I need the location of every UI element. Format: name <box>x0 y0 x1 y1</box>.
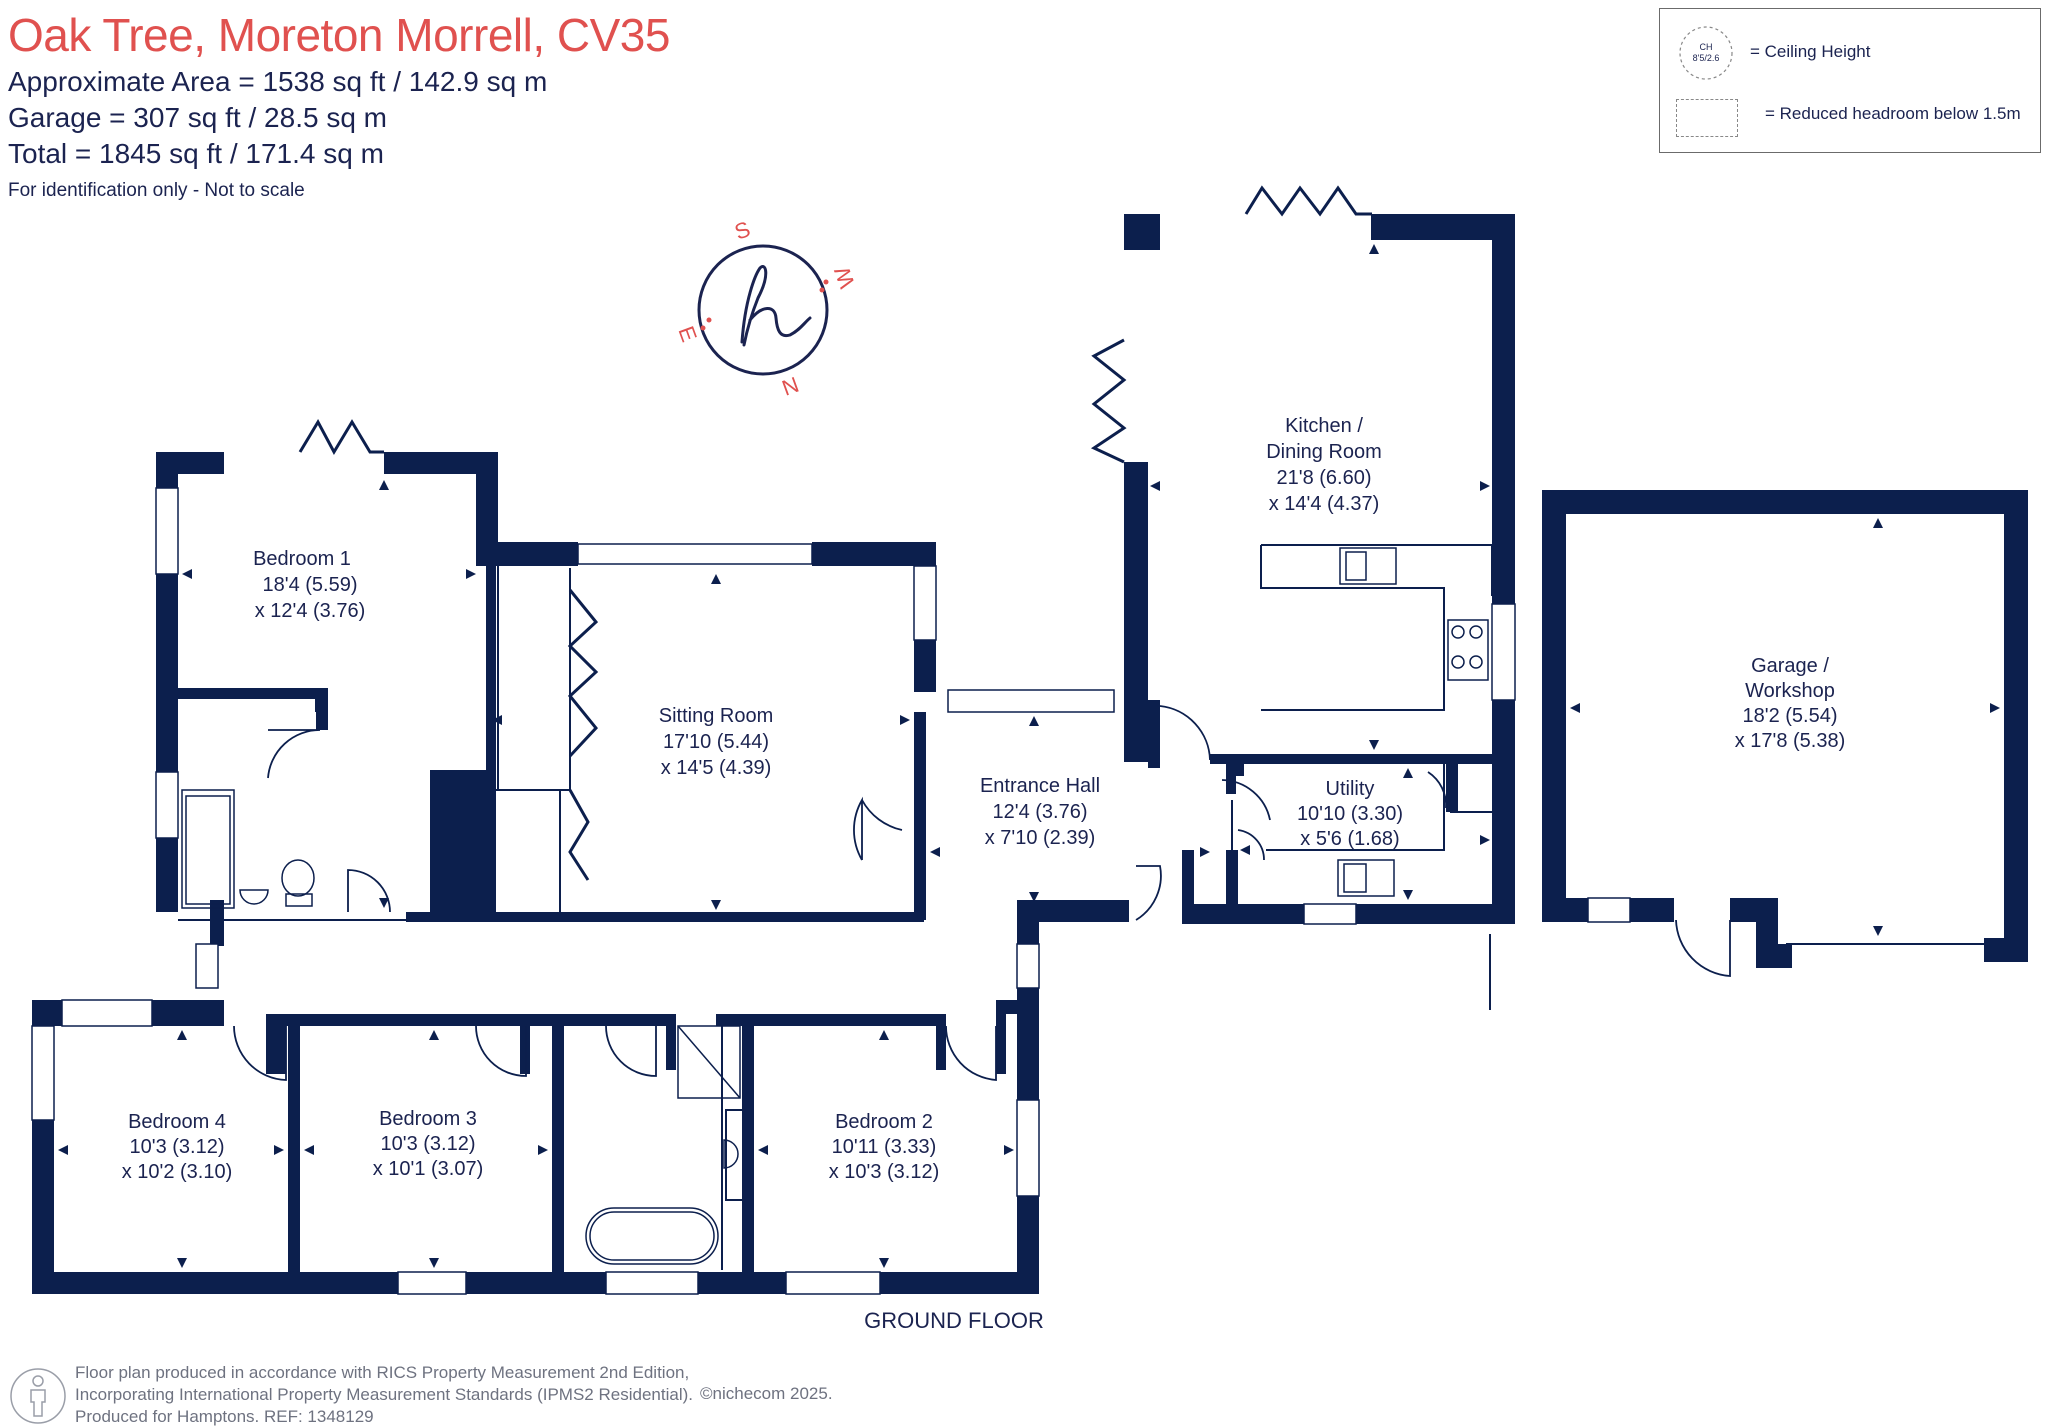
floor-label: GROUND FLOOR <box>864 1308 1044 1333</box>
legend-key: CH 8'5/2.6 = Ceiling Height = Reduced he… <box>1659 8 2041 153</box>
compass-w: W <box>829 263 860 291</box>
hall-dim: 12'4 (3.76) <box>993 801 1088 823</box>
bedroom3-name: Bedroom 3 <box>379 1108 477 1130</box>
reduced-headroom-label: = Reduced headroom below 1.5m <box>1765 104 2021 123</box>
bedroom3-dim2: x 10'1 (3.07) <box>373 1158 484 1180</box>
bedroom4-name: Bedroom 4 <box>128 1111 226 1133</box>
approximate-area: Approximate Area = 1538 sq ft / 142.9 sq… <box>8 66 548 97</box>
bedroom1-dim: 18'4 (5.59) <box>263 574 358 596</box>
bedroom2-dim2: x 10'3 (3.12) <box>829 1161 940 1183</box>
garage-name: Garage / <box>1751 655 1829 677</box>
hall-dim2: x 7'10 (2.39) <box>985 827 1096 849</box>
shower-tray-icon <box>677 1025 741 1099</box>
toilet-icon <box>281 859 315 897</box>
property-title: Oak Tree, Moreton Morrell, CV35 <box>8 9 670 61</box>
footer-notes: Floor plan produced in accordance with R… <box>75 1362 693 1428</box>
kitchen-name2: Dining Room <box>1266 441 1382 463</box>
footer-line-1: Floor plan produced in accordance with R… <box>75 1363 690 1382</box>
bedroom1-dim2: x 12'4 (3.76) <box>255 600 366 622</box>
compass-e: E <box>673 323 702 345</box>
basin-icon <box>239 889 269 905</box>
copyright: ©nichecom 2025. <box>700 1384 833 1403</box>
utility-sink-icon <box>1337 859 1395 897</box>
utility-dim: 10'10 (3.30) <box>1297 803 1403 825</box>
garage-dim: 18'2 (5.54) <box>1743 705 1838 727</box>
sitting-room-name: Sitting Room <box>659 705 774 727</box>
compass-s: S <box>731 216 753 245</box>
person-icon <box>10 1368 66 1424</box>
utility-name: Utility <box>1326 778 1375 800</box>
kitchen-sink-icon <box>1339 547 1397 585</box>
footer-line-2: Incorporating International Property Mea… <box>75 1385 693 1404</box>
bedroom2-dim: 10'11 (3.33) <box>832 1136 937 1158</box>
interior-lines <box>178 544 1984 1270</box>
garage-dim2: x 17'8 (5.38) <box>1735 730 1846 752</box>
scale-note: For identification only - Not to scale <box>8 180 305 201</box>
bifold-doors <box>298 185 1372 881</box>
sitting-room-dim: 17'10 (5.44) <box>663 731 769 753</box>
kitchen-dim2: x 14'4 (4.37) <box>1269 493 1380 515</box>
windows <box>31 487 1631 1295</box>
ceiling-height-label: = Ceiling Height <box>1750 42 1871 61</box>
ceiling-height-icon <box>1679 26 1733 80</box>
sitting-room-dim2: x 14'5 (4.39) <box>661 757 772 779</box>
bedroom4-dim: 10'3 (3.12) <box>130 1136 225 1158</box>
dimension-arrows <box>58 244 2000 1268</box>
basin-icon-2 <box>723 1139 739 1169</box>
hob-icon <box>1447 619 1489 681</box>
garage-area: Garage = 307 sq ft / 28.5 sq m <box>8 102 387 133</box>
kitchen-name: Kitchen / <box>1285 415 1363 437</box>
hall-name: Entrance Hall <box>980 775 1100 797</box>
reduced-headroom-icon <box>1676 99 1738 137</box>
doors <box>233 705 1731 1081</box>
shower-bath-icon <box>181 789 235 909</box>
footer-line-3: Produced for Hamptons. REF: 1348129 <box>75 1407 374 1426</box>
total-area: Total = 1845 sq ft / 171.4 sq m <box>8 138 384 169</box>
ceiling-symbol-bottom: 8'5/2.6 <box>1692 53 1720 63</box>
compass-n: N <box>779 372 802 401</box>
utility-dim2: x 5'6 (1.68) <box>1300 828 1399 850</box>
bath-icon <box>585 1207 719 1265</box>
bedroom3-dim: 10'3 (3.12) <box>381 1133 476 1155</box>
compass: S W N E <box>673 216 859 400</box>
room-labels: Bedroom 1 18'4 (5.59) x 12'4 (3.76) Sitt… <box>122 415 1846 1333</box>
ceiling-symbol-top: CH <box>1699 42 1713 52</box>
garage-name2: Workshop <box>1745 680 1835 702</box>
fixtures <box>181 547 1489 1265</box>
kitchen-dim: 21'8 (6.60) <box>1277 467 1372 489</box>
hamptons-h-logo-icon <box>740 265 812 347</box>
bedroom4-dim2: x 10'2 (3.10) <box>122 1161 233 1183</box>
bedroom1-name: Bedroom 1 <box>253 548 351 570</box>
bedroom2-name: Bedroom 2 <box>835 1111 933 1133</box>
